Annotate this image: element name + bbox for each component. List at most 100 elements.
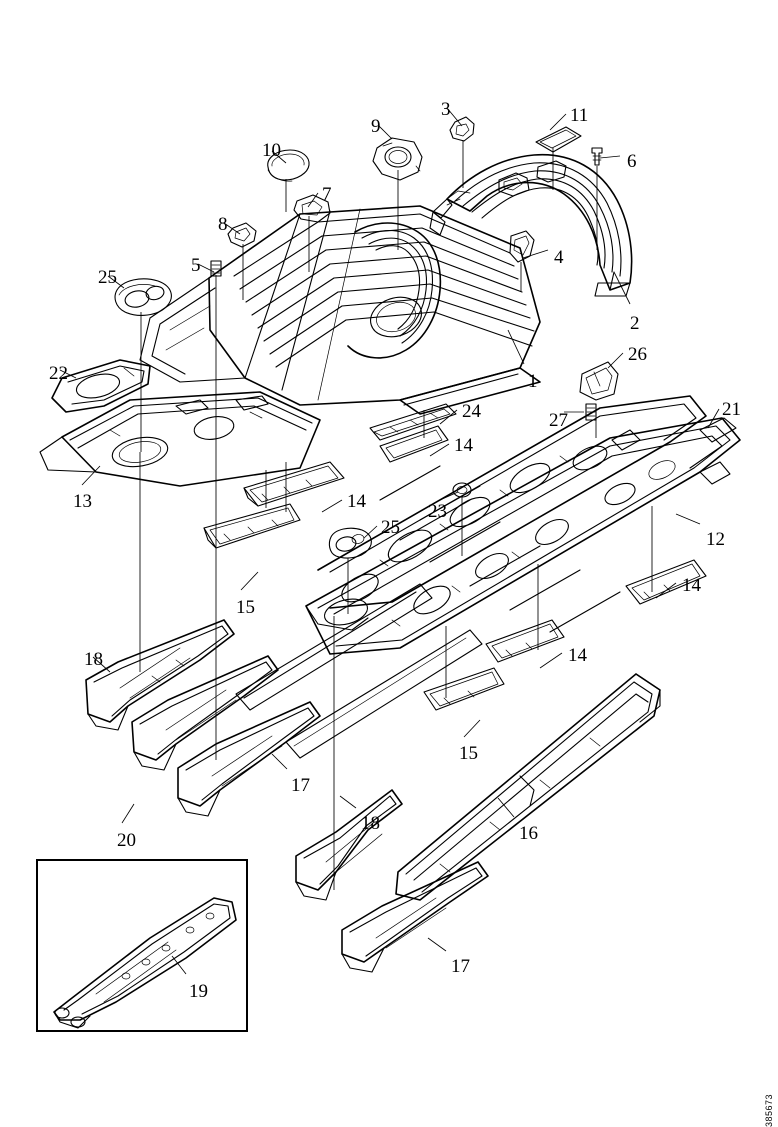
callout-label-26: 26 bbox=[628, 344, 647, 365]
callout-label-20: 20 bbox=[117, 830, 136, 851]
callout-label-23: 23 bbox=[428, 501, 447, 522]
part-22-shape bbox=[51, 359, 151, 413]
callout-label-5: 5 bbox=[191, 255, 201, 276]
part-26-shape bbox=[579, 361, 619, 401]
leader-line-21 bbox=[707, 408, 720, 429]
part-17-lower-shape bbox=[341, 861, 489, 973]
leader-line-3 bbox=[446, 107, 463, 127]
callout-label-18b: 18 bbox=[361, 813, 380, 834]
callout-label-13: 13 bbox=[73, 491, 92, 512]
leader-line-5 bbox=[197, 263, 215, 273]
callout-label-15: 15 bbox=[236, 597, 255, 618]
leader-line-14d bbox=[539, 652, 563, 669]
part-14-shape-c bbox=[485, 619, 565, 663]
leader-line-10 bbox=[271, 150, 287, 164]
part-20-shape bbox=[131, 655, 279, 771]
leader-line-7 bbox=[307, 192, 319, 208]
callout-label-21: 21 bbox=[722, 399, 741, 420]
leader-line-1 bbox=[507, 329, 525, 365]
callout-label-11: 11 bbox=[570, 105, 589, 126]
callout-label-3: 3 bbox=[441, 99, 451, 120]
leader-line-6 bbox=[599, 155, 621, 159]
callout-label-6: 6 bbox=[627, 151, 637, 172]
callout-label-14b: 14 bbox=[347, 491, 366, 512]
part-14-shape-b bbox=[625, 559, 707, 605]
callout-label-16: 16 bbox=[519, 823, 538, 844]
callout-leader-tails bbox=[59, 107, 720, 975]
background-rails-shape bbox=[235, 583, 483, 759]
callout-label-9: 9 bbox=[371, 116, 381, 137]
part-17-upper-shape bbox=[177, 701, 321, 817]
part-16-shape bbox=[395, 673, 661, 901]
part-19-shape bbox=[53, 897, 237, 1029]
diagram-id-code: 385673 bbox=[764, 1094, 774, 1127]
leader-line-18b bbox=[339, 795, 357, 809]
part-3-shape bbox=[449, 116, 475, 142]
part-12-shape bbox=[305, 395, 741, 655]
callout-label-24: 24 bbox=[462, 401, 481, 422]
callout-label-7: 7 bbox=[322, 184, 332, 205]
callout-label-8: 8 bbox=[218, 214, 228, 235]
leader-line-15 bbox=[240, 571, 259, 591]
part-11-shape bbox=[535, 126, 582, 153]
leader-line-20 bbox=[121, 803, 135, 824]
leader-line-16 bbox=[497, 797, 515, 818]
part-15-shape-a bbox=[203, 503, 301, 549]
part-10-shape bbox=[267, 149, 310, 182]
part-2-shape bbox=[429, 153, 633, 297]
leader-line-8 bbox=[223, 222, 241, 235]
leader-line-17 bbox=[271, 753, 288, 770]
part-9-shape bbox=[372, 137, 423, 181]
leader-line-12 bbox=[675, 513, 701, 525]
callout-label-17b: 17 bbox=[451, 956, 470, 977]
detail-inset-box bbox=[36, 859, 248, 1032]
part-14-shape-a bbox=[243, 461, 345, 507]
callout-label-14d: 14 bbox=[568, 645, 587, 666]
leader-line-17b bbox=[427, 937, 447, 952]
callout-label-19: 19 bbox=[189, 981, 208, 1002]
part-15-shape-b bbox=[423, 667, 505, 711]
leader-line-14c bbox=[655, 582, 677, 599]
part-21-shape bbox=[699, 417, 737, 443]
leader-line-4 bbox=[522, 249, 549, 259]
part-1-shape bbox=[139, 205, 541, 415]
leader-line-11 bbox=[549, 113, 567, 131]
part-6-shape bbox=[591, 147, 603, 166]
callout-label-14c: 14 bbox=[682, 575, 701, 596]
callout-label-25: 25 bbox=[98, 267, 117, 288]
leader-lines bbox=[139, 140, 653, 890]
leader-line-23 bbox=[439, 491, 459, 501]
part-13-shape bbox=[39, 391, 321, 487]
leader-line-13 bbox=[81, 465, 101, 486]
leader-line-14b bbox=[321, 499, 343, 513]
callout-label-12: 12 bbox=[706, 529, 725, 550]
leader-line-9 bbox=[377, 124, 393, 140]
part-14-shape-d bbox=[379, 425, 449, 463]
callout-label-27: 27 bbox=[549, 410, 568, 431]
callout-label-18: 18 bbox=[84, 649, 103, 670]
leader-line-25b bbox=[363, 525, 378, 539]
leader-line-22 bbox=[59, 369, 77, 379]
callout-label-4: 4 bbox=[554, 247, 564, 268]
callout-label-25b: 25 bbox=[381, 517, 400, 538]
leader-line-2 bbox=[613, 271, 631, 305]
leader-line-24 bbox=[439, 409, 458, 425]
callout-label-17: 17 bbox=[291, 775, 310, 796]
leader-line-18 bbox=[92, 656, 111, 673]
part-24-shape bbox=[369, 403, 457, 441]
callout-label-10: 10 bbox=[262, 140, 281, 161]
leader-line-19 bbox=[171, 955, 187, 975]
leader-line-26 bbox=[607, 352, 624, 369]
leader-line-15b bbox=[463, 719, 481, 738]
callout-label-14: 14 bbox=[454, 435, 473, 456]
part-8-shape bbox=[227, 222, 257, 248]
callout-label-22: 22 bbox=[49, 363, 68, 384]
callout-label-1: 1 bbox=[528, 371, 538, 392]
callout-label-15b: 15 bbox=[459, 743, 478, 764]
leader-line-25 bbox=[107, 275, 125, 289]
callout-label-2: 2 bbox=[630, 313, 640, 334]
part-18-right-shape bbox=[295, 789, 403, 901]
leader-line-14 bbox=[429, 443, 450, 457]
parts-diagram-canvas: .st{fill:none;stroke:#000;stroke-width:1… bbox=[39, 107, 741, 1029]
part-18-left-shape bbox=[85, 619, 235, 731]
